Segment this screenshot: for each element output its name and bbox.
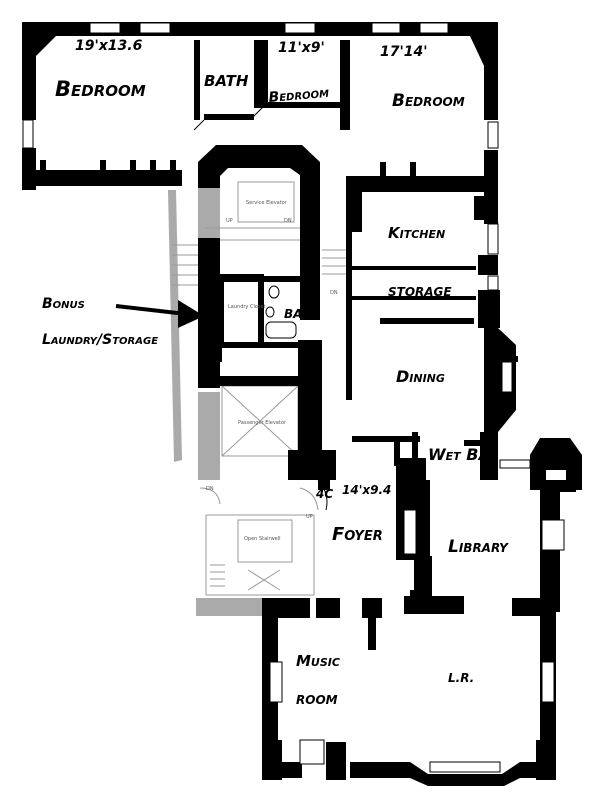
- bedroom-3-label: Bedroom: [392, 91, 465, 111]
- bedroom-3-dimension: 17'14': [380, 44, 428, 60]
- sink-icon: [265, 306, 275, 318]
- foyer-dimension: 14'x9.4: [342, 483, 391, 497]
- foyer-label: Foyer: [332, 524, 383, 545]
- wet-bar-label: Wet Bar: [428, 445, 495, 464]
- bonus-label: Bonus: [42, 296, 85, 312]
- door-swings: [193, 107, 328, 511]
- bedroom-1-dimension: 19'x13.6: [75, 38, 143, 54]
- bedroom-2-label: Bedroom: [268, 85, 330, 106]
- stair-dn-2: DN: [330, 290, 338, 296]
- bedroom-1-label: Bedroom: [55, 77, 146, 101]
- stair-up-1: UP: [226, 218, 233, 224]
- bedroom-2-dimension: 11'x9': [278, 40, 325, 56]
- bonus-arrow: [115, 300, 204, 328]
- open-stairwell-label: Open Stairwell: [244, 536, 281, 542]
- music-room-label-line-1: Music: [296, 652, 340, 670]
- bath-2-label: BATH: [284, 307, 320, 321]
- living-room-label: L.R.: [448, 671, 474, 685]
- kitchen-label: Kitchen: [388, 224, 445, 242]
- music-room-label-line-2: ROOM: [296, 693, 338, 707]
- storage-label: STORAGE: [388, 285, 452, 299]
- stair-dn-3: DN: [206, 486, 214, 492]
- common-area-walls: [168, 188, 262, 616]
- bathtub-icon: [265, 321, 297, 339]
- bath-fixtures: [265, 285, 297, 339]
- bath-1-label: BATH: [204, 72, 249, 90]
- unit-number: 4C: [315, 487, 333, 501]
- library-label: Library: [448, 537, 509, 557]
- service-elevator-label: Service Elevator: [246, 200, 288, 206]
- laundry-storage-label: Laundry/Storage: [42, 332, 158, 348]
- stair-dn-1: DN: [284, 218, 292, 224]
- dining-label: Dining: [396, 367, 445, 386]
- common-area-lines: [172, 181, 348, 596]
- toilet-icon: [268, 285, 280, 299]
- laundry-closet-label: Laundry Closet: [228, 304, 266, 310]
- bonus-annotation: Bonus Laundry/Storage: [42, 296, 158, 348]
- passenger-elevator-label: Passenger Elevator: [238, 420, 287, 426]
- stair-up-2: UP: [306, 514, 313, 520]
- windows: [22, 22, 565, 773]
- room-labels: 19'x13.6 Bedroom BATH 11'x9' Bedroom 17'…: [55, 38, 509, 707]
